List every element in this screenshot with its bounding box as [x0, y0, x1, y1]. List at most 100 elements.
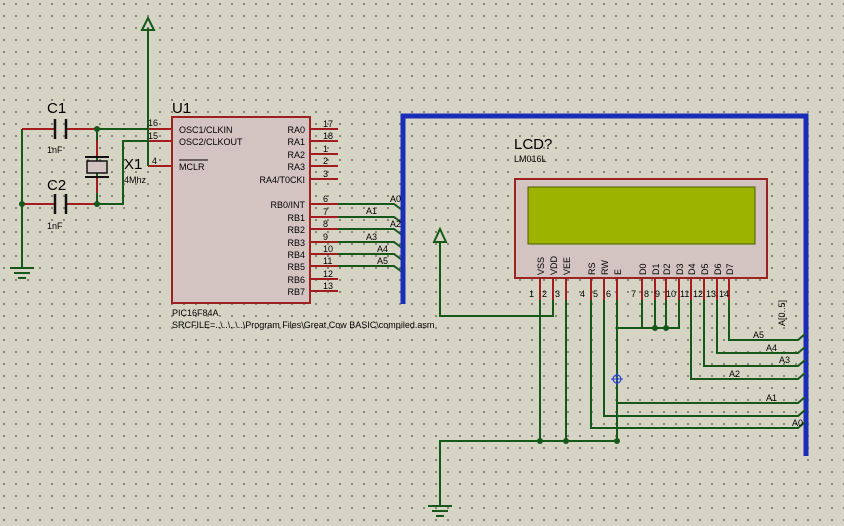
svg-text:A3: A3 — [779, 355, 790, 365]
svg-text:A0: A0 — [390, 194, 401, 204]
svg-text:12: 12 — [693, 289, 703, 299]
data-bus[interactable] — [400, 113, 809, 456]
svg-text:A3: A3 — [366, 232, 377, 242]
c1-value: 1nF — [47, 145, 63, 155]
svg-text:1: 1 — [323, 144, 328, 154]
svg-text:14: 14 — [719, 289, 729, 299]
svg-text:1: 1 — [529, 289, 534, 299]
svg-text:D1: D1 — [651, 263, 661, 275]
svg-text:A5: A5 — [753, 330, 764, 340]
svg-text:12: 12 — [323, 269, 333, 279]
ground-bottom[interactable] — [428, 505, 452, 517]
mcu-pin-num: 4 — [152, 156, 157, 166]
svg-text:18: 18 — [323, 131, 333, 141]
svg-text:VEE: VEE — [562, 257, 572, 275]
svg-text:D0: D0 — [638, 263, 648, 275]
mcu-right-pin-numbers: 17 18 1 2 3 6 7 8 9 10 11 12 13 — [323, 119, 333, 291]
svg-text:D4: D4 — [687, 263, 697, 275]
svg-text:7: 7 — [323, 207, 328, 217]
mcu-pin-label: OSC2/CLKOUT — [179, 137, 243, 147]
mcu-pin-num: 15 — [148, 131, 158, 141]
mcu-to-bus-wires — [338, 203, 403, 273]
mcu-srcfile: SRCFILE=..\..\..\..\Program Files\Great … — [172, 320, 434, 330]
svg-text:2: 2 — [323, 156, 328, 166]
svg-text:13: 13 — [706, 289, 716, 299]
svg-text:10: 10 — [666, 289, 676, 299]
bus-label: A[0..5] — [777, 300, 787, 326]
crosshair-cursor-icon — [611, 373, 623, 385]
svg-text:6: 6 — [606, 289, 611, 299]
mcu-pin-num: 16 — [148, 118, 158, 128]
svg-text:A4: A4 — [766, 343, 777, 353]
lcd-wires — [439, 242, 806, 506]
svg-text:RS: RS — [587, 262, 597, 275]
oscillator-wires — [21, 28, 149, 268]
power-terminal-top[interactable] — [140, 15, 156, 31]
svg-text:11: 11 — [323, 256, 332, 266]
ground-left[interactable] — [10, 267, 34, 279]
x1-ref: X1 — [124, 156, 142, 173]
svg-text:RB0/INT: RB0/INT — [270, 200, 305, 210]
svg-text:RB3: RB3 — [287, 238, 305, 248]
svg-text:5: 5 — [593, 289, 598, 299]
mcu-part: PIC16F84A — [172, 308, 219, 318]
c2-ref: C2 — [47, 177, 66, 194]
svg-text:9: 9 — [323, 232, 328, 242]
svg-text:RA0: RA0 — [287, 125, 305, 135]
svg-text:8: 8 — [323, 219, 328, 229]
svg-text:A5: A5 — [377, 256, 388, 266]
svg-text:VDD: VDD — [549, 255, 559, 275]
svg-text:RB5: RB5 — [287, 262, 305, 272]
svg-text:RW: RW — [600, 260, 610, 275]
svg-text:RB6: RB6 — [287, 275, 305, 285]
c2-value: 1nF — [47, 221, 63, 231]
svg-text:17: 17 — [323, 119, 333, 129]
mcu-ref: U1 — [172, 100, 191, 117]
c1-ref: C1 — [47, 100, 66, 117]
svg-text:A4: A4 — [377, 244, 388, 254]
svg-text:RA2: RA2 — [287, 150, 305, 160]
lcd-lm016l[interactable]: LCD? LM016L — [514, 136, 768, 279]
svg-text:A2: A2 — [729, 369, 740, 379]
svg-text:9: 9 — [655, 289, 660, 299]
svg-text:13: 13 — [323, 281, 333, 291]
mcu-body[interactable] — [171, 116, 311, 304]
svg-text:11: 11 — [680, 289, 689, 299]
mcu-pin-label: OSC1/CLKIN — [179, 125, 233, 135]
lcd-pin-labels: VSS VDD VEE RS RW E D0 D1 D2 D3 D4 D5 D6… — [536, 255, 735, 275]
lcd-part: LM016L — [514, 154, 547, 164]
mcu-right-pin-labels: RA0 RA1 RA2 RA3 RA4/T0CKI RB0/INT RB1 RB… — [259, 125, 305, 297]
svg-text:RA3: RA3 — [287, 162, 305, 172]
svg-text:RB1: RB1 — [287, 213, 305, 223]
capacitor-c1[interactable]: C1 1nF — [22, 100, 97, 155]
mcu-pin-label: MCLR — [179, 162, 205, 172]
svg-text:A1: A1 — [366, 206, 377, 216]
capacitor-c2[interactable]: C2 1nF — [22, 177, 97, 231]
svg-text:A1: A1 — [766, 393, 777, 403]
mcu-side-net-labels: A0 A1 A2 A3 A4 A5 — [366, 194, 401, 266]
lcd-screen — [527, 186, 756, 245]
svg-text:RA1: RA1 — [287, 137, 305, 147]
svg-text:10: 10 — [323, 244, 333, 254]
svg-text:D3: D3 — [675, 263, 685, 275]
svg-text:RA4/T0CKI: RA4/T0CKI — [259, 175, 305, 185]
svg-text:A0: A0 — [792, 418, 803, 428]
svg-text:4: 4 — [580, 289, 585, 299]
power-terminal-lcd[interactable] — [432, 226, 448, 243]
junction-dots — [19, 126, 669, 444]
crystal-x1[interactable]: X1 4Mhz — [85, 140, 147, 193]
svg-text:VSS: VSS — [536, 257, 546, 275]
svg-text:2: 2 — [542, 289, 547, 299]
svg-text:8: 8 — [644, 289, 649, 299]
lcd-pins — [539, 278, 730, 300]
svg-text:6: 6 — [323, 194, 328, 204]
x1-value: 4Mhz — [124, 175, 147, 185]
mcu-right-pins — [310, 128, 338, 292]
lcd-pin-numbers: 1 2 3 4 5 6 7 8 9 10 11 12 13 14 — [529, 289, 729, 299]
svg-text:D2: D2 — [662, 263, 672, 275]
mcu-u1[interactable]: U1 PIC16F84A SRCFILE=..\..\..\..\Program… — [148, 100, 434, 330]
svg-text:E: E — [613, 269, 623, 275]
svg-text:3: 3 — [555, 289, 560, 299]
